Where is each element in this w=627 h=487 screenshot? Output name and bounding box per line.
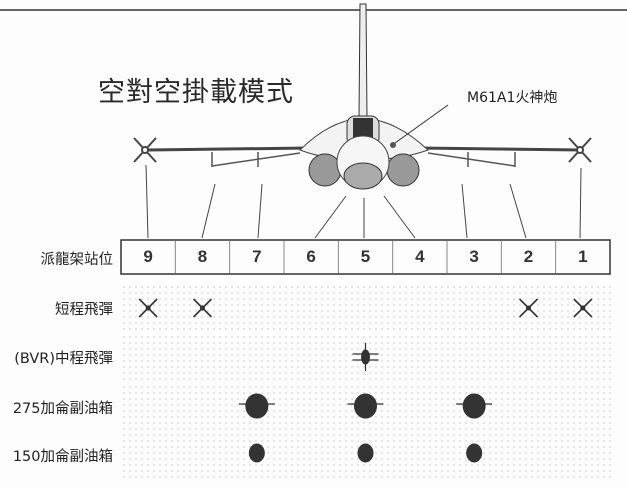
large-tank-icon xyxy=(456,393,493,419)
station-7: 7 xyxy=(252,247,262,266)
station-6: 6 xyxy=(306,247,316,266)
row-label-275-tank: 275加侖副油箱 xyxy=(12,401,113,417)
stations-label: 派龍架站位 xyxy=(40,252,114,268)
row-label-150-tank: 150加侖副油箱 xyxy=(12,449,113,465)
x-missile-icon xyxy=(518,298,539,318)
gun-label: M61A1火神炮 xyxy=(467,90,558,106)
small-tank-icon xyxy=(248,443,265,463)
bvr-missile-icon xyxy=(352,343,379,371)
station-8: 8 xyxy=(197,247,208,266)
station-1: 1 xyxy=(578,247,588,266)
gun-leader-line xyxy=(394,104,449,144)
x-missile-icon xyxy=(192,298,213,318)
nose-radome xyxy=(343,162,383,190)
page-title: 空對空掛載模式 xyxy=(98,77,294,108)
right-intake xyxy=(386,153,420,187)
station-4: 4 xyxy=(415,247,425,266)
large-tank-icon xyxy=(238,393,275,419)
station-3: 3 xyxy=(469,247,479,266)
station-leader-lines xyxy=(145,164,582,239)
station-9: 9 xyxy=(143,247,153,266)
row-label-short-range-missile: 短程飛彈 xyxy=(55,302,113,318)
station-5: 5 xyxy=(360,247,371,266)
small-tank-icon xyxy=(466,443,483,463)
row-label-bvr-missile: (BVR)中程飛彈 xyxy=(14,351,113,367)
large-tank-icon xyxy=(347,393,384,419)
station-2: 2 xyxy=(523,247,534,266)
vertical-tail xyxy=(358,3,368,119)
small-tank-icon xyxy=(357,443,374,463)
station-table xyxy=(120,239,611,275)
gun-port xyxy=(390,142,396,148)
x-missile-icon xyxy=(573,298,593,318)
right-wing xyxy=(417,146,583,152)
x-missile-icon xyxy=(138,298,158,318)
wingtip-missile-right-icon xyxy=(568,137,592,163)
wingtip-missile-left-icon xyxy=(133,137,157,163)
left-intake xyxy=(308,153,342,187)
pylons xyxy=(211,152,516,167)
left-wing xyxy=(147,146,311,152)
